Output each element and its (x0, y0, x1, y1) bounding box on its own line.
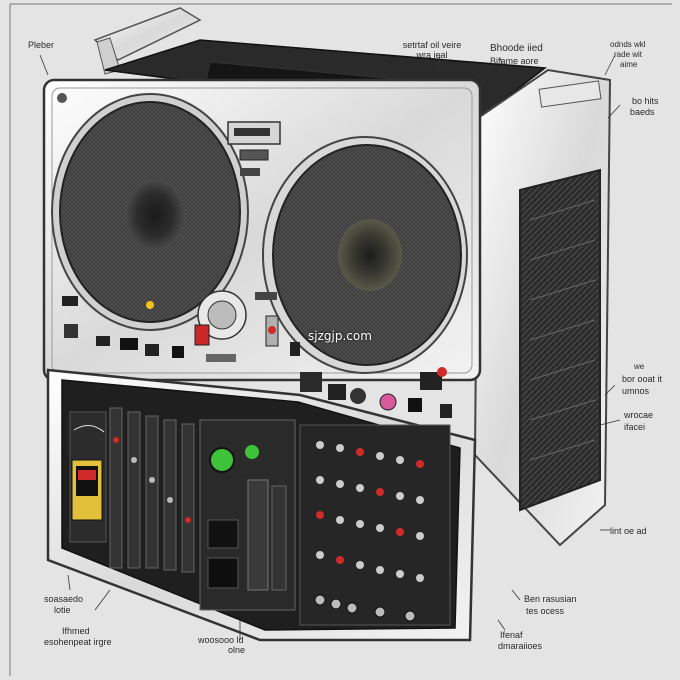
label-top-center-1: setrtaf oil veire (402, 40, 462, 50)
label-right-lower-5: ifacei (624, 422, 646, 432)
carry-handle (93, 7, 202, 75)
rack-panel (46, 368, 477, 642)
label-top-right-1: Bhoode iied (490, 43, 543, 54)
label-right-lower-4: wrocae (624, 410, 654, 420)
label-bottom-right-2: tes ocess (526, 606, 565, 616)
left-speaker-icon (51, 93, 249, 331)
side-controls (300, 367, 452, 418)
label-top-center-2: wra ieal (416, 50, 448, 60)
label-bottom-left-3: Ifhmed (62, 626, 90, 636)
watermark: sjzgjp.com (308, 329, 372, 343)
label-bottom-right-1: Ben rasusian (524, 594, 577, 604)
label-far-right-1: odnds wkl (610, 40, 646, 49)
label-right-lower-1: we (634, 362, 645, 371)
leader-lines (39, 54, 621, 640)
label-bottom-left-4: esohenpeat irgre (44, 637, 112, 647)
label-right-mid-1: bo hits (632, 96, 659, 106)
slider-columns (109, 407, 195, 573)
label-bottom-right-4: dmaraiioes (498, 641, 543, 651)
label-top-right-2: Bifame aore (490, 56, 539, 66)
label-top-left: Pleber (28, 40, 55, 50)
side-rail (473, 68, 612, 547)
label-bottom-left-2: lotie (54, 605, 71, 615)
label-bottom-right-3: Ifenaf (500, 630, 523, 640)
label-right-lower-3: umnos (622, 386, 650, 396)
label-bottom-left-1: soasaedo (44, 594, 84, 604)
label-far-right-2: rade wit (614, 50, 643, 59)
jack-grid (314, 441, 424, 622)
speaker-panel (42, 78, 482, 382)
label-right-bottom-1: lint oe ad (610, 526, 647, 536)
label-bottom-center-2: olne (228, 645, 246, 655)
label-right-lower-2: bor ooat it (622, 374, 663, 384)
right-speaker-icon (262, 136, 468, 374)
control-row (62, 290, 300, 362)
label-right-mid-2: baeds (630, 107, 655, 117)
label-far-right-3: aime (620, 60, 638, 69)
label-bottom-center-1: woosooo ld (198, 635, 244, 645)
